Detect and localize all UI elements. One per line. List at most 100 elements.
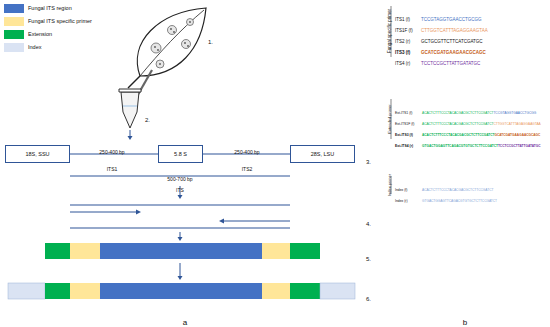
length-label: 250-400 bp xyxy=(234,149,259,155)
primer-sequence: CTTGGTCATTTAGAGGAAGTAA xyxy=(421,28,488,33)
leaf xyxy=(137,8,206,76)
legend-text: Fungal ITS specific primer xyxy=(28,18,92,24)
arrow-head xyxy=(219,219,224,224)
primer-name: ITS2 (r) xyxy=(395,39,410,44)
legend-swatch xyxy=(4,4,24,13)
arrow-head xyxy=(178,195,183,199)
primer-sequence: GCTGCGTTCTTCATCGATGC xyxy=(421,39,483,44)
step-number: 5. xyxy=(366,256,371,262)
primer-name: Ext-ITS4 (r) xyxy=(395,144,413,148)
primer-name: ITS4 (r) xyxy=(395,61,410,66)
length-label: 250-400 bp xyxy=(99,149,124,155)
spore-dot xyxy=(184,42,186,44)
step-arrow xyxy=(180,232,181,237)
primer-segment xyxy=(262,243,290,259)
step-arrow xyxy=(180,263,181,276)
spore-dot xyxy=(187,45,189,47)
fungal-spot xyxy=(187,19,194,26)
spore-dot xyxy=(154,46,156,48)
tube-liquid xyxy=(123,106,137,107)
extension-sequence: ACACTCTTTCCCTACACGACGCTCTTCCGATCT xyxy=(422,122,493,126)
primer-sequence: TCCTCCGCTTATTGATATGC xyxy=(421,61,480,66)
step-number: 4. xyxy=(366,221,371,227)
primer-name: Ext-ITS1F (f) xyxy=(395,122,414,126)
extension-segment xyxy=(290,243,320,259)
primer-name: ITS3 (f) xyxy=(395,50,410,55)
primer-arrow xyxy=(70,212,136,213)
length-label: 500-700 bp xyxy=(167,176,192,182)
region-label: ITS2 xyxy=(242,166,253,172)
tube xyxy=(121,92,139,128)
extension-segment xyxy=(290,283,320,299)
legend-text: Extension xyxy=(28,31,52,37)
extension-sequence: ACACTCTTTCCCTACACGACGCTCTTCCGATCT xyxy=(422,133,494,137)
extension-segment xyxy=(45,283,70,299)
region-label: ITS1 xyxy=(107,166,118,172)
extension-sequence: GTGACTGGAGTTCAGACGTGTGCTCTTCCGATCT xyxy=(422,144,498,148)
panel-letter: b xyxy=(463,318,467,327)
primer-name: ITS1F (f) xyxy=(395,28,413,33)
dna-strand xyxy=(70,227,290,228)
primer-sequence: TCCGTAGGTGAACCTGCGG xyxy=(493,111,536,115)
primer-name: Ext-ITS3 (f) xyxy=(395,133,413,137)
step-number: 1. xyxy=(208,39,213,45)
region-box: 28S, LSU xyxy=(290,145,355,163)
arrow-head xyxy=(136,210,141,215)
region-box: 18S, SSU xyxy=(5,145,70,163)
primer-sequence: GCATCGATGAAGAACGCAGC xyxy=(494,133,540,137)
its-segment xyxy=(100,243,262,259)
primer-name: Index (f) xyxy=(395,188,407,192)
region-name: 5.8 S xyxy=(174,151,187,157)
group-label: Fungal specific primer xyxy=(387,9,392,53)
spore-dot xyxy=(170,28,172,30)
spore-dot xyxy=(159,63,161,65)
arrow-head xyxy=(178,276,183,280)
step-number: 3. xyxy=(366,159,371,165)
primer-sequence: TCCTCCGCTTATTGATATGC xyxy=(498,144,541,148)
region-name: 28S, LSU xyxy=(311,151,335,157)
legend-entry: Index xyxy=(4,43,41,52)
primer-name: Index (r) xyxy=(395,199,408,203)
spore-dot xyxy=(173,31,175,33)
group-label: Index primer xyxy=(387,174,392,196)
legend-entry: Fungal ITS specific primer xyxy=(4,17,92,26)
index-sequence: GTGACTGGAGTTCAGACGTGTGCTCTTCCGATCT xyxy=(422,199,497,203)
spore-dot xyxy=(157,49,159,51)
step-number: 2. xyxy=(145,117,150,123)
primer-segment xyxy=(262,283,290,299)
spore-dot xyxy=(189,21,191,23)
region-label: ITS xyxy=(176,187,184,193)
index-sequence: ACACTCTTTCCCTACACGACGCTCTTCCGATCT xyxy=(422,188,493,192)
arrow-head xyxy=(178,237,183,241)
region-name: 18S, SSU xyxy=(25,151,49,157)
primer-sequence: TCCGTAGGTGAACCTGCGG xyxy=(421,17,481,22)
primer-sequence: GCATCGATGAAGAACGCAGC xyxy=(421,50,486,55)
legend-entry: Fungal ITS region xyxy=(4,4,72,13)
fungal-spot xyxy=(182,40,191,49)
dna-strand xyxy=(70,204,290,205)
legend-text: Index xyxy=(28,44,41,50)
fungal-spot xyxy=(156,60,164,68)
region-box: 5.8 S xyxy=(158,145,203,163)
primer-name: Ext-ITS1 (f) xyxy=(395,111,412,115)
fungal-spot xyxy=(151,43,161,53)
legend-text: Fungal ITS region xyxy=(28,5,72,11)
panel-letter: a xyxy=(183,318,187,327)
primer-segment xyxy=(70,243,100,259)
legend-entry: Extension xyxy=(4,30,52,39)
primer-sequence: CTTGGTCATTTAGAGGAAGTAA xyxy=(493,122,540,126)
index-segment xyxy=(320,283,355,299)
arrow-head xyxy=(128,136,133,140)
legend-swatch xyxy=(4,30,24,39)
legend-swatch xyxy=(4,17,24,26)
primer-segment xyxy=(70,283,100,299)
tube-cap xyxy=(119,89,141,92)
primer-arrow xyxy=(224,221,290,222)
group-label: Extended primer xyxy=(387,104,392,133)
leaf-stem xyxy=(128,76,140,88)
primer-name: ITS1 (f) xyxy=(395,17,410,22)
leaf-midrib xyxy=(140,10,204,76)
fungal-spot xyxy=(168,26,177,35)
